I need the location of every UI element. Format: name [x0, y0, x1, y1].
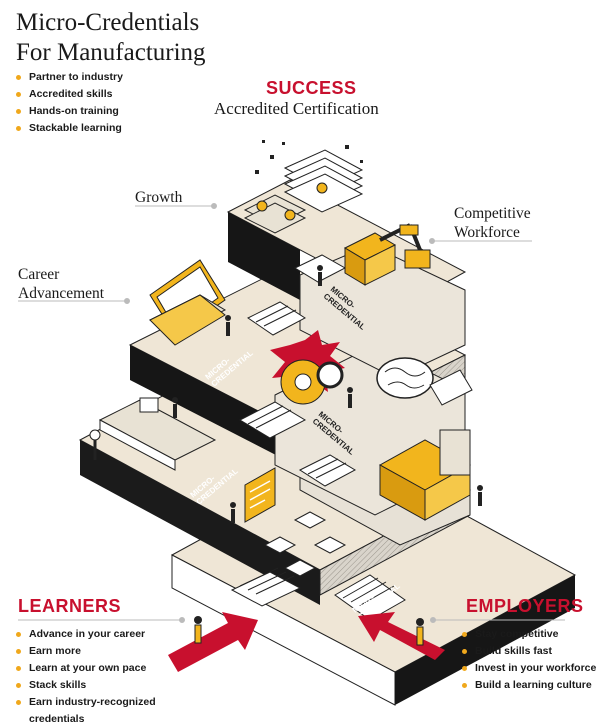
callout-lines [18, 203, 565, 623]
page-title: Micro-Credentials For Manufacturing [16, 8, 206, 68]
bullet-dot-icon [462, 632, 467, 637]
title-line-1: Micro-Credentials [16, 9, 200, 36]
confetti-icon [255, 140, 363, 174]
industrial-machine-icon [378, 429, 472, 521]
intro-bullet: Stackable learning [16, 120, 123, 137]
intro-bullet: Accredited skills [16, 86, 123, 103]
certificate-stack-icon [283, 149, 364, 213]
bullet-dot-icon [462, 683, 467, 688]
employers-bullet: Build skills fast [462, 643, 596, 660]
employers-bullet: Build a learning culture [462, 677, 596, 694]
bullet-dot-icon [16, 666, 21, 671]
bullet-dot-icon [16, 632, 21, 637]
employers-heading: EMPLOYERS [466, 596, 584, 616]
callout-career-advancement: Career Advancement [18, 266, 105, 302]
callout-growth: Growth [135, 189, 183, 206]
title-line-2: For Manufacturing [16, 39, 206, 66]
whiteboard-icon [244, 467, 276, 523]
employers-arrow-icon [358, 612, 445, 660]
bullet-dot-icon [16, 700, 21, 705]
bullet-dot-icon [462, 649, 467, 654]
success-heading: SUCCESS [266, 78, 357, 98]
stairs [230, 254, 406, 621]
gear-icon [270, 330, 345, 405]
bullet-dot-icon [16, 75, 21, 80]
desks-icon [263, 511, 347, 577]
learners-arrow-icon [168, 612, 258, 672]
employers-bullet-list: Stay competitive Build skills fast Inves… [462, 626, 596, 694]
bullet-dot-icon [16, 683, 21, 688]
success-subheading: Accredited Certification [214, 99, 379, 118]
hand-icon [429, 369, 473, 406]
learners-heading: LEARNERS [18, 596, 122, 616]
learners-bullet-list: Advance in your career Earn more Learn a… [16, 626, 156, 728]
workers-icon [172, 265, 483, 523]
bullet-dot-icon [16, 649, 21, 654]
learners-bullet: Stack skills [16, 677, 156, 694]
callout-competitive-workforce: Competitive Workforce [454, 205, 531, 241]
money-stack-icon [243, 194, 307, 234]
laptop-icon [148, 259, 227, 346]
bullet-dot-icon [16, 126, 21, 131]
intro-bullet: Partner to industry [16, 69, 123, 86]
bullet-dot-icon [462, 666, 467, 671]
learners-bullet: Advance in your career [16, 626, 156, 643]
learners-bullet: Earn industry-recognized [16, 694, 156, 711]
learners-bullet: Earn more [16, 643, 156, 660]
employers-bullet: Invest in your workforce [462, 660, 596, 677]
conveyor-icon [89, 397, 217, 471]
robot-arm-icon [343, 223, 431, 286]
learners-bullet: Learn at your own pace [16, 660, 156, 677]
bullet-dot-icon [16, 92, 21, 97]
intro-bullet-list: Partner to industry Accredited skills Ha… [16, 69, 123, 137]
learners-bullet-continuation: credentials [29, 713, 85, 725]
intro-bullet: Hands-on training [16, 103, 123, 120]
employers-bullet: Stay competitive [462, 626, 596, 643]
brain-icon [376, 357, 434, 399]
bullet-dot-icon [16, 109, 21, 114]
